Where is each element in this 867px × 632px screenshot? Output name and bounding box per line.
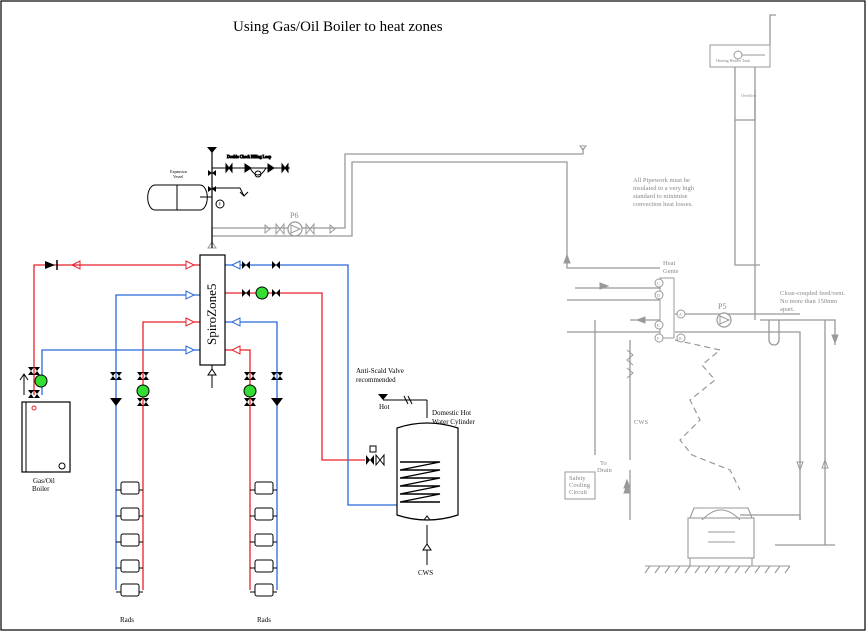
genie-port-f bbox=[654, 333, 664, 343]
hot-water-cylinder: Domestic Hot Water Cylinder CWS bbox=[396, 400, 475, 577]
close-coupled-note-1: Close-coupled feed/vent. bbox=[780, 290, 845, 297]
heat-genie-label-1: Heat bbox=[663, 260, 675, 267]
p6-label: P6 bbox=[290, 211, 298, 220]
genie-port-e-label: E bbox=[657, 323, 660, 328]
spirozone-separator: SpiroZone5 bbox=[199, 241, 226, 388]
spirozone-label: SpiroZone5 bbox=[204, 284, 219, 345]
safety-cooling-circuit: Safety Cooling Circuit bbox=[564, 471, 596, 500]
rads-right-label: Rads bbox=[257, 616, 271, 624]
pipe-direction-arrows bbox=[70, 260, 241, 355]
grey-return-arrow-1 bbox=[796, 461, 804, 472]
primary-return-pipes bbox=[37, 264, 410, 590]
boiler: Gas/Oil Boiler bbox=[19, 373, 71, 493]
isolation-valves bbox=[28, 261, 283, 406]
expansion-vessel: Expansion Vessel P bbox=[147, 147, 249, 248]
close-coupled-note-3: apart. bbox=[780, 306, 795, 313]
radiator-bank-left bbox=[116, 481, 143, 597]
boiler-label-2: Boiler bbox=[32, 485, 50, 493]
expansion-vessel-label-2: Vessel bbox=[173, 174, 184, 179]
to-drain-label-2: Drain bbox=[597, 467, 613, 474]
radiator-bank-right bbox=[250, 481, 277, 597]
grey-flow-arrows bbox=[563, 253, 839, 494]
heat-genie: C D E F A B Heat Genie bbox=[654, 260, 686, 343]
pump-right-rads bbox=[243, 384, 257, 398]
genie-port-e bbox=[654, 320, 664, 330]
stove-cws-label: CWS bbox=[634, 419, 648, 426]
header-tank: Heating Header Tank Overflow bbox=[709, 44, 771, 98]
pipework-note-3: standard to minimise bbox=[633, 193, 688, 200]
genie-port-a-label: A bbox=[679, 312, 682, 317]
pipework-note-1: All Pipework must be bbox=[633, 177, 690, 184]
cylinder-cws-label: CWS bbox=[418, 569, 433, 577]
check-valve-left bbox=[45, 260, 58, 270]
close-coupled-note-2: No more than 150mm bbox=[780, 298, 837, 305]
grey-return-arrow-2 bbox=[821, 458, 829, 469]
p5-label: P5 bbox=[718, 302, 726, 311]
genie-port-b-label: B bbox=[679, 336, 682, 341]
anti-scald-label-2: recommended bbox=[356, 376, 396, 384]
safety-label-3: Circuit bbox=[569, 489, 587, 496]
pressure-gauge-label: P bbox=[219, 202, 222, 207]
hot-outlet-label: Hot bbox=[379, 403, 390, 411]
filling-loop: Double Check Filling Loop bbox=[212, 154, 290, 178]
pipework-note-4: convection heat losses. bbox=[633, 201, 693, 208]
overflow-label: Overflow bbox=[741, 93, 756, 98]
boiler-label-1: Gas/Oil bbox=[33, 477, 55, 485]
pump-p5: P5 bbox=[716, 302, 732, 328]
stove-valves bbox=[579, 145, 634, 379]
primary-flow-pipes bbox=[33, 264, 418, 590]
header-tank-label: Heating Header Tank bbox=[716, 58, 750, 63]
wood-stove-icon bbox=[644, 507, 791, 574]
filling-loop-label: Double Check Filling Loop bbox=[227, 154, 271, 159]
stove-circuit bbox=[211, 14, 836, 546]
pump-boiler bbox=[34, 374, 48, 388]
safety-label-2: Cooling bbox=[569, 482, 591, 489]
genie-port-d bbox=[654, 290, 664, 300]
genie-port-d-label: D bbox=[657, 293, 660, 298]
circulator-pumps bbox=[34, 286, 269, 398]
to-drain-label-1: To bbox=[600, 460, 607, 467]
heat-genie-label-2: Genie bbox=[663, 268, 679, 275]
stove-flue bbox=[674, 339, 741, 491]
rads-left-label: Rads bbox=[120, 616, 134, 624]
pressure-gauge bbox=[215, 199, 225, 209]
pump-cylinder bbox=[255, 286, 269, 300]
genie-port-b bbox=[676, 333, 686, 343]
diagram-title: Using Gas/Oil Boiler to heat zones bbox=[233, 19, 443, 35]
pump-left-rads bbox=[136, 384, 150, 398]
genie-port-c bbox=[654, 278, 664, 288]
cylinder-label-1: Domestic Hot bbox=[432, 409, 471, 417]
anti-scald-label-1: Anti-Scald Valve bbox=[356, 367, 404, 375]
pump-p6: P6 bbox=[264, 211, 336, 237]
cylinder-label-2: Water Cylinder bbox=[432, 418, 475, 426]
anti-scald-valve: Anti-Scald Valve recommended Hot bbox=[356, 367, 427, 467]
pipework-note-2: insulated to a very high bbox=[633, 185, 695, 192]
genie-port-a bbox=[676, 309, 686, 319]
genie-port-c-label: C bbox=[657, 281, 660, 286]
genie-port-f-label: F bbox=[657, 336, 660, 341]
safety-label-1: Safety bbox=[569, 475, 586, 482]
expansion-vessel-label-1: Expansion bbox=[170, 169, 187, 174]
